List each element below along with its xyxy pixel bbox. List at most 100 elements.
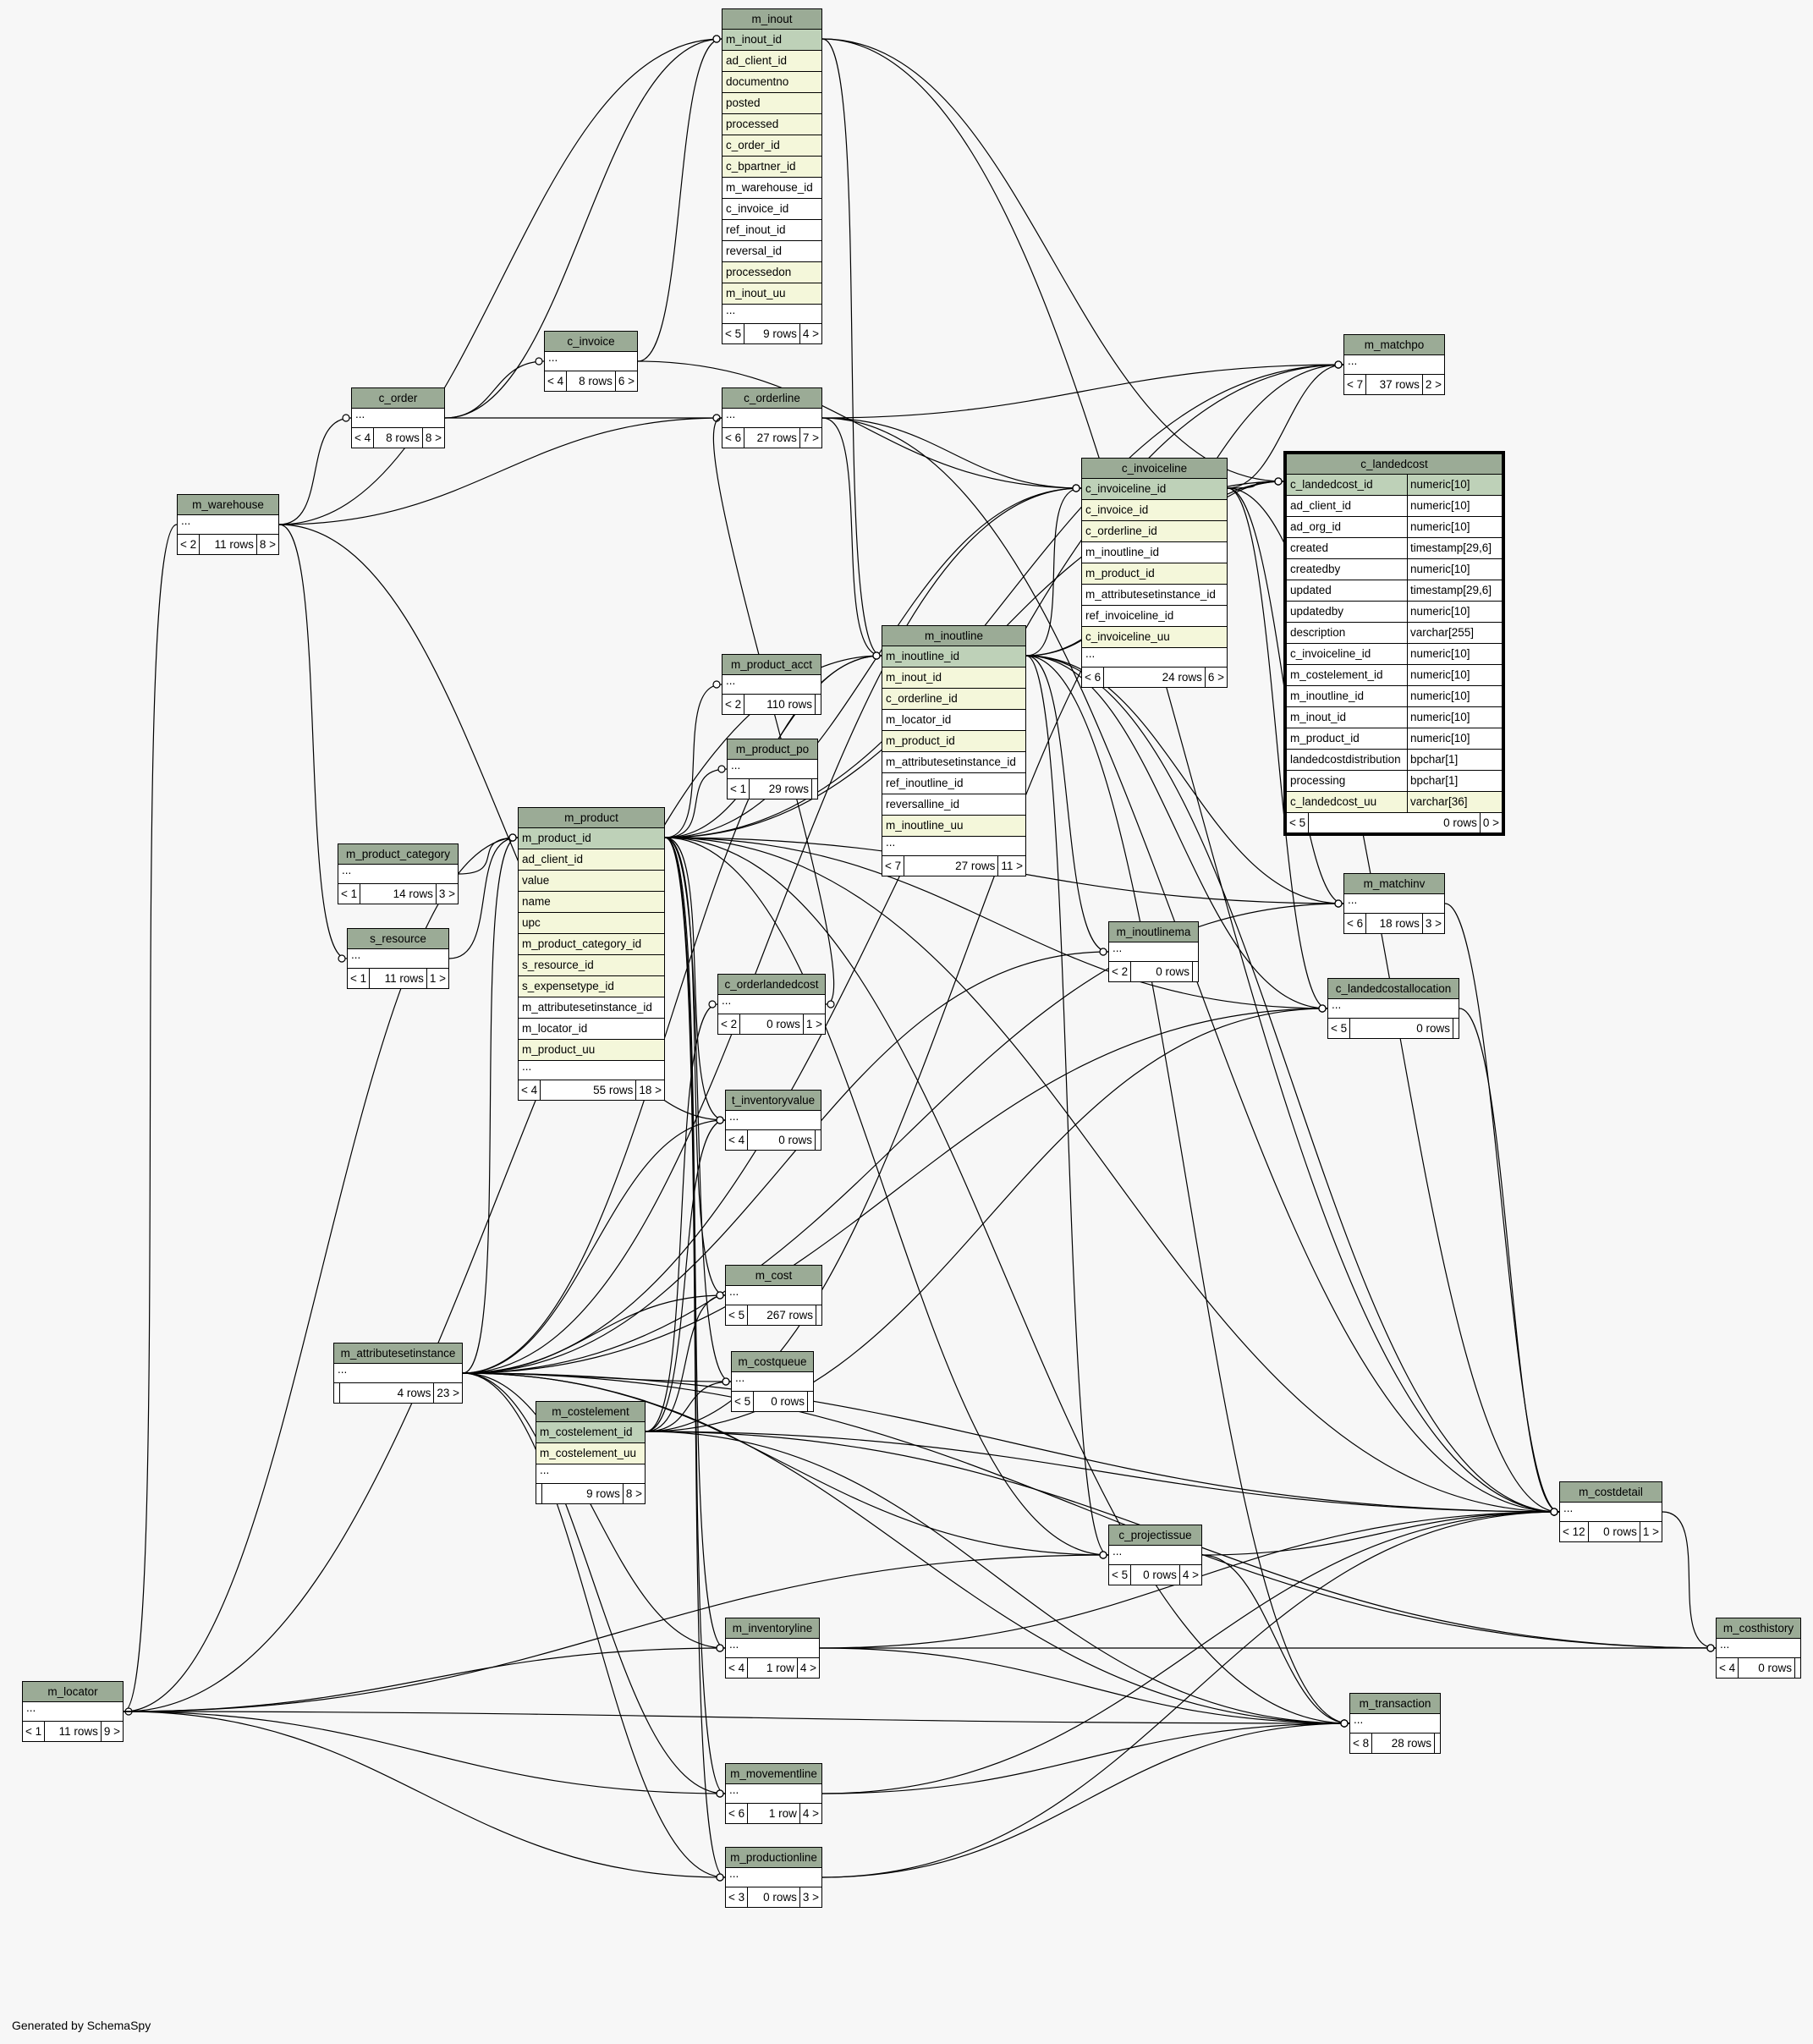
table-title[interactable]: m_product_po — [728, 739, 817, 760]
parents-count[interactable]: < 5 — [732, 1392, 755, 1411]
table-title[interactable]: m_productionline — [726, 1848, 821, 1868]
children-count[interactable] — [812, 779, 817, 799]
children-count[interactable]: 0 > — [1482, 816, 1499, 829]
column-row[interactable]: c_invoice_id — [1082, 500, 1227, 521]
more-columns[interactable]: ... — [732, 1372, 813, 1392]
table-title[interactable]: m_product — [519, 808, 664, 828]
children-count[interactable]: 9 > — [103, 1725, 120, 1738]
column-row[interactable]: ad_client_id — [519, 849, 664, 871]
parents-count[interactable]: < 3 — [726, 1887, 749, 1907]
more-columns[interactable]: ... — [348, 949, 448, 969]
column-row[interactable]: c_invoiceline_uu — [1082, 627, 1227, 648]
children-count[interactable] — [1453, 1019, 1459, 1038]
column-row[interactable]: m_costelement_uu — [536, 1443, 645, 1464]
column-row[interactable]: c_order_id — [722, 135, 821, 157]
column-row[interactable]: m_inoutline_id — [882, 646, 1025, 668]
parents-count[interactable]: < 2 — [1109, 962, 1132, 981]
column-row[interactable]: processedon — [722, 262, 821, 283]
more-columns[interactable]: ... — [1560, 1503, 1662, 1522]
children-count[interactable]: 4 > — [802, 1807, 819, 1820]
column-row[interactable]: ref_inout_id — [722, 220, 821, 241]
parents-count[interactable]: < 5 — [722, 324, 745, 343]
table-title[interactable]: m_cost — [726, 1266, 821, 1286]
column-row[interactable]: s_resource_id — [519, 955, 664, 976]
parents-count[interactable]: < 5 — [1328, 1019, 1351, 1038]
table-title[interactable]: m_product_category — [338, 844, 458, 865]
table-title[interactable]: s_resource — [348, 929, 448, 949]
parents-count[interactable]: < 12 — [1560, 1522, 1589, 1541]
column-row[interactable]: m_product_category_id — [519, 934, 664, 955]
children-count[interactable]: 8 > — [259, 538, 276, 551]
table-title[interactable]: m_costelement — [536, 1402, 645, 1422]
column-row[interactable]: reversalline_id — [882, 794, 1025, 816]
more-columns[interactable]: ... — [352, 409, 444, 428]
parents-count[interactable]: < 4 — [726, 1658, 749, 1678]
more-columns[interactable]: ... — [722, 305, 821, 324]
parents-count[interactable]: < 8 — [1350, 1734, 1373, 1753]
parents-count[interactable] — [334, 1383, 340, 1403]
more-columns[interactable]: ... — [718, 995, 825, 1014]
table-title[interactable]: m_costdetail — [1560, 1482, 1662, 1503]
column-row[interactable]: posted — [722, 93, 821, 114]
more-columns[interactable]: ... — [536, 1464, 645, 1484]
table-title[interactable]: m_attributesetinstance — [334, 1343, 462, 1364]
more-columns[interactable]: ... — [726, 1286, 821, 1305]
parents-count[interactable]: < 6 — [1344, 914, 1367, 933]
column-row[interactable]: m_inout_id — [882, 668, 1025, 689]
more-columns[interactable]: ... — [1350, 1714, 1440, 1734]
table-title[interactable]: t_inventoryvalue — [726, 1091, 821, 1111]
parents-count[interactable]: < 4 — [545, 371, 568, 391]
column-row[interactable]: name — [519, 892, 664, 913]
more-columns[interactable]: ... — [728, 760, 817, 779]
table-title[interactable]: m_product_acct — [722, 655, 821, 675]
table-title[interactable]: c_landedcostallocation — [1328, 979, 1459, 999]
column-row[interactable]: s_expensetype_id — [519, 976, 664, 997]
children-count[interactable]: 7 > — [802, 431, 819, 444]
children-count[interactable]: 4 > — [799, 1662, 816, 1674]
column-row[interactable]: ref_invoiceline_id — [1082, 606, 1227, 627]
more-columns[interactable]: ... — [23, 1702, 123, 1722]
more-columns[interactable]: ... — [338, 865, 458, 884]
table-title[interactable]: m_inoutlinema — [1109, 922, 1198, 942]
column-row[interactable]: processed — [722, 114, 821, 135]
more-columns[interactable]: ... — [726, 1639, 819, 1658]
table-title[interactable]: c_projectissue — [1109, 1525, 1201, 1546]
children-count[interactable]: 23 > — [437, 1387, 459, 1399]
children-count[interactable]: 3 > — [438, 887, 455, 900]
parents-count[interactable]: < 6 — [726, 1804, 749, 1823]
table-title[interactable]: c_invoice — [545, 332, 637, 352]
column-row[interactable]: value — [519, 871, 664, 892]
table-title[interactable]: c_orderline — [722, 388, 821, 409]
parents-count[interactable]: < 1 — [23, 1722, 46, 1741]
children-count[interactable]: 2 > — [1425, 378, 1442, 391]
children-count[interactable]: 3 > — [802, 1891, 819, 1904]
table-title[interactable]: m_locator — [23, 1682, 123, 1702]
column-row[interactable]: c_invoiceline_id — [1082, 479, 1227, 500]
column-row[interactable]: c_bpartner_id — [722, 157, 821, 178]
column-row[interactable]: m_inoutline_uu — [882, 816, 1025, 837]
table-title[interactable]: m_matchinv — [1344, 874, 1444, 894]
parents-count[interactable]: < 1 — [348, 969, 371, 988]
children-count[interactable] — [808, 1392, 813, 1411]
